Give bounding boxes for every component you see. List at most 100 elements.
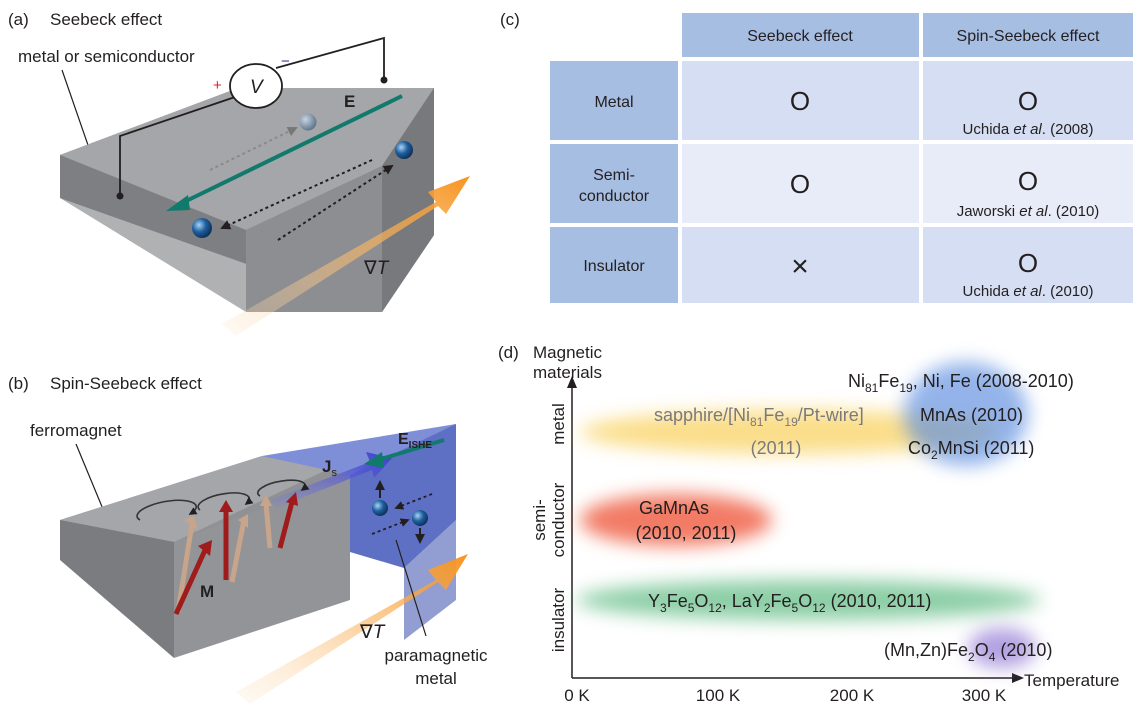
eishe-arrow [377, 438, 445, 462]
category-semi-1: semi- [530, 499, 549, 541]
cell-metal-spin [923, 61, 1133, 140]
carrier-dash-1 [394, 493, 433, 510]
mark-metal-seebeck: O [790, 86, 810, 116]
gradient-arrow-a [222, 176, 470, 336]
js-arrow [270, 452, 392, 508]
gradient-arrow-b [236, 554, 468, 704]
tick-200k: 200 K [830, 686, 875, 705]
header-seebeck: Seebeck effect [747, 28, 853, 45]
precession-3 [256, 479, 310, 497]
cell-semi-spin [923, 144, 1133, 223]
tick-300k: 300 K [962, 686, 1007, 705]
x-axis-label: Temperature [1024, 671, 1119, 690]
category-metal: metal [549, 403, 568, 445]
panel-a-label: (a) [8, 10, 29, 29]
wire-right [275, 36, 385, 80]
ferromagnet-label: ferromagnet [30, 421, 122, 440]
gradient-label-b: ∇T [359, 622, 386, 643]
tick-0k: 0 K [564, 686, 590, 705]
plus-sign: + [213, 77, 222, 94]
carrier-ball-left [192, 218, 212, 238]
blob-gamnas [580, 494, 772, 546]
panel-a: (a) Seebeck effect metal or semiconducto… [8, 10, 470, 336]
wire-left [119, 95, 239, 196]
header-cell-spin [923, 13, 1133, 57]
material-label: metal or semiconductor [18, 47, 195, 66]
precession-1 [136, 499, 198, 521]
panel-c-label: (c) [500, 10, 520, 29]
metal-label-line2: metal [415, 669, 457, 688]
row-label-metal: Metal [594, 94, 633, 111]
blob-nife [904, 362, 1028, 466]
voltmeter-label: V [250, 77, 265, 98]
mark-semi-spin: O [1018, 166, 1038, 196]
magnetization-label: M [200, 582, 214, 601]
ferro-top-face [60, 456, 356, 542]
panel-d-label: (d) [498, 343, 519, 362]
entry-sapphire: sapphire/[Ni81Fe19/Pt-wire] [654, 405, 864, 429]
panel-a-title: Seebeck effect [50, 10, 162, 29]
e-field-arrowhead [166, 195, 190, 211]
ref-semi: Jaworski et al. (2010) [957, 203, 1100, 220]
cell-semi-seebeck [682, 144, 919, 223]
carrier-ball-right [395, 141, 413, 159]
cell-ins-seebeck [682, 227, 919, 303]
row-label-insulator: Insulator [583, 258, 645, 275]
contact-left [116, 192, 124, 200]
cell-metal-seebeck [682, 61, 919, 140]
gradient-label-a: ∇T [363, 258, 390, 279]
block-side-face [382, 88, 434, 312]
entry-nife: Ni81Fe19, Ni, Fe (2008-2010) [848, 371, 1074, 395]
panel-c: (c) Seebeck effect Spin-Seebeck effect M… [500, 10, 1133, 303]
ferro-front-face [174, 475, 350, 658]
panel-b-title: Spin-Seebeck effect [50, 374, 202, 393]
js-label: Js [322, 457, 337, 479]
row-label-semi-1: Semi- [593, 167, 635, 184]
metal-label-line1: paramagnetic [384, 646, 488, 665]
voltmeter [229, 63, 283, 109]
header-cell-seebeck [682, 13, 919, 57]
eishe-arrowhead [364, 452, 384, 468]
entry-gamnas: GaMnAs [639, 498, 709, 518]
electron-2 [412, 510, 428, 526]
cell-ins-spin [923, 227, 1133, 303]
header-spin-seebeck: Spin-Seebeck effect [957, 28, 1100, 45]
mark-ins-spin: O [1018, 248, 1038, 278]
ref-metal: Uchida et al. (2008) [963, 121, 1094, 138]
e-field-arrow [179, 94, 403, 206]
entry-yig: Y3Fe5O12, LaY2Fe5O12 (2010, 2011) [648, 591, 931, 615]
carrier-arrow-faint [209, 127, 298, 171]
mark-semi-seebeck: O [790, 169, 810, 199]
metal-front-face [350, 424, 456, 568]
panel-b-label: (b) [8, 374, 29, 393]
block-top-face [60, 88, 434, 230]
category-semi-2: conductor [549, 482, 568, 557]
blob-ferrite [968, 628, 1036, 668]
mark-metal-spin: O [1018, 86, 1038, 116]
magnetization-arrows [173, 492, 298, 616]
category-insulator: insulator [549, 588, 568, 653]
panel-b: (b) Spin-Seebeck effect ferromagnet Js E… [8, 374, 488, 704]
minus-sign: − [281, 53, 290, 70]
carrier-arrow-2 [277, 164, 394, 241]
block-front-face [246, 166, 382, 312]
tick-100k: 100 K [696, 686, 741, 705]
ferro-left-face [60, 520, 174, 658]
blob-yig [576, 580, 1040, 620]
row-header-semiconductor [550, 144, 678, 223]
entry-co2mnsi: Co2MnSi (2011) [908, 438, 1034, 462]
entry-gamnas-year: (2010, 2011) [636, 523, 737, 543]
panel-d: (d) Magnetic materials Temperature metal… [498, 343, 1119, 705]
row-header-metal [550, 61, 678, 140]
y-axis-label-1: Magnetic [533, 343, 602, 362]
block-left-face [60, 155, 246, 312]
row-label-semi-2: conductor [579, 188, 650, 205]
metal-pointer [395, 539, 427, 637]
y-axis-label-2: materials [533, 363, 602, 382]
entry-sapphire-year: (2011) [751, 438, 802, 458]
electron-1 [372, 500, 388, 516]
carrier-dash-2 [371, 518, 410, 535]
mark-ins-seebeck: × [791, 250, 809, 283]
entry-mnas: MnAs (2010) [920, 405, 1023, 425]
